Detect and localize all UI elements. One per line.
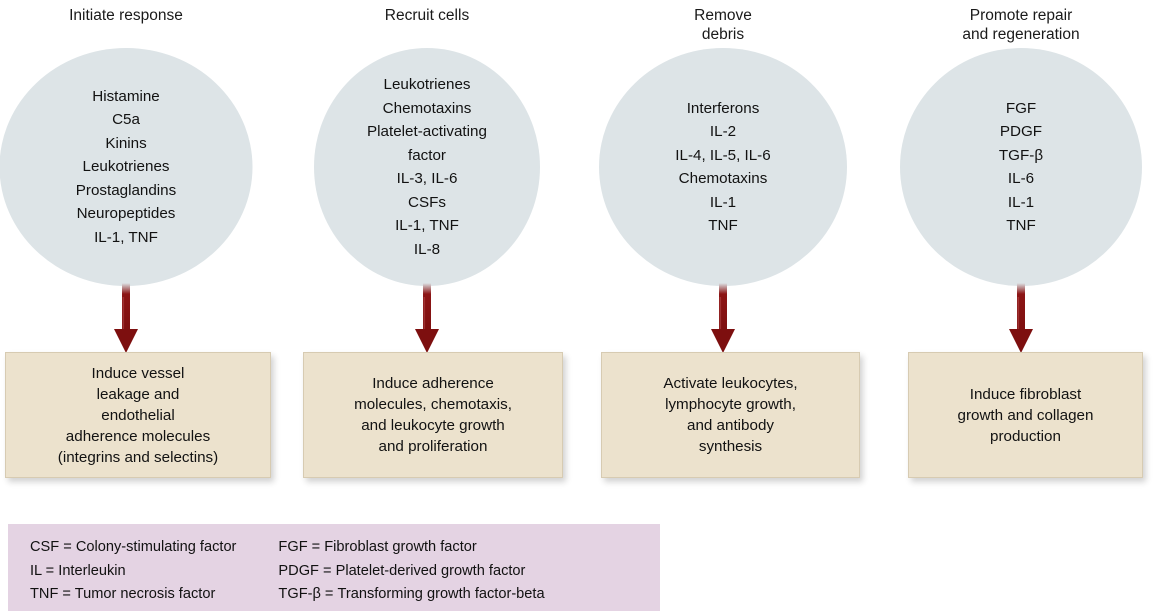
legend-item: TGF-β = Transforming growth factor-beta	[278, 586, 545, 602]
mediator-item: IL-4, IL-5, IL-6	[675, 146, 771, 164]
mediator-list: Interferons IL-2 IL-4, IL-5, IL-6 Chemot…	[599, 97, 847, 238]
mediator-list: FGF PDGF TGF-β IL-6 IL-1 TNF	[900, 97, 1142, 238]
mediator-item: Platelet-activating factor	[367, 123, 487, 164]
mediator-item: IL-2	[709, 123, 737, 140]
outcome-box: Induce vessel leakage and endothelial ad…	[5, 352, 271, 478]
down-arrow-icon	[412, 283, 442, 355]
legend-item: FGF = Fibroblast growth factor	[278, 539, 477, 555]
down-arrow-icon	[1006, 283, 1036, 355]
mediator-item: Chemotaxins	[678, 170, 768, 187]
mediator-circle: Histamine C5a Kinins Leukotrienes Prosta…	[0, 48, 253, 286]
legend-item: PDGF = Platelet-derived growth factor	[278, 562, 526, 579]
mediator-item: Neuropeptides	[76, 205, 176, 223]
mediator-list: Histamine C5a Kinins Leukotrienes Prosta…	[0, 85, 253, 250]
mediator-item: IL-8	[413, 240, 441, 258]
mediator-item: Kinins	[105, 134, 147, 152]
column-heading: Recruit cells	[384, 7, 470, 24]
mediator-item: Leukotrienes	[82, 158, 170, 176]
mediator-circle: FGF PDGF TGF-β IL-6 IL-1 TNF	[900, 48, 1142, 286]
mediator-item: TNF	[708, 217, 738, 234]
outcome-box: Induce fibroblast growth and collagen pr…	[908, 352, 1143, 478]
legend-column-right: FGF = Fibroblast growth factor PDGF = Pl…	[278, 536, 544, 611]
mediator-item: Chemotaxins	[382, 99, 472, 117]
mediator-item: TNF	[1006, 217, 1036, 234]
column-heading: Promote repair and regeneration	[962, 7, 1080, 43]
mediator-item: Prostaglandins	[75, 181, 177, 199]
legend-item: TNF = Tumor necrosis factor	[30, 586, 216, 602]
mediator-item: IL-1	[1007, 193, 1035, 211]
mediator-circle: Interferons IL-2 IL-4, IL-5, IL-6 Chemot…	[599, 48, 847, 286]
mediator-item: C5a	[112, 111, 140, 129]
mediator-item: IL-6	[1007, 170, 1035, 187]
mediator-item: IL-1, TNF	[94, 228, 158, 246]
legend-item: IL = Interleukin	[30, 562, 126, 579]
column-heading: Remove debris	[694, 7, 752, 43]
down-arrow-icon	[111, 283, 141, 355]
mediator-circle: Leukotrienes Chemotaxins Platelet-activa…	[314, 48, 540, 286]
outcome-box: Induce adherence molecules, chemotaxis, …	[303, 352, 563, 478]
mediator-item: Histamine	[92, 87, 160, 105]
mediator-item: FGF	[1005, 99, 1037, 117]
mediator-item: PDGF	[999, 123, 1043, 140]
column-heading: Initiate response	[69, 7, 183, 24]
outcome-box: Activate leukocytes, lymphocyte growth, …	[601, 352, 860, 478]
mediator-item: Interferons	[686, 99, 760, 117]
mediator-list: Leukotrienes Chemotaxins Platelet-activa…	[314, 73, 540, 261]
mediator-item: IL-1	[709, 193, 737, 211]
mediator-item: Leukotrienes	[383, 76, 471, 93]
abbreviation-legend: CSF = Colony-stimulating factor IL = Int…	[8, 524, 660, 611]
legend-column-left: CSF = Colony-stimulating factor IL = Int…	[30, 536, 236, 611]
mediator-item: CSFs	[408, 193, 446, 211]
legend-item: CSF = Colony-stimulating factor	[30, 539, 237, 555]
mediator-item: TGF-β	[998, 146, 1044, 164]
mediator-item: IL-1, TNF	[395, 217, 459, 234]
down-arrow-icon	[708, 283, 738, 355]
mediator-item: IL-3, IL-6	[396, 170, 458, 187]
